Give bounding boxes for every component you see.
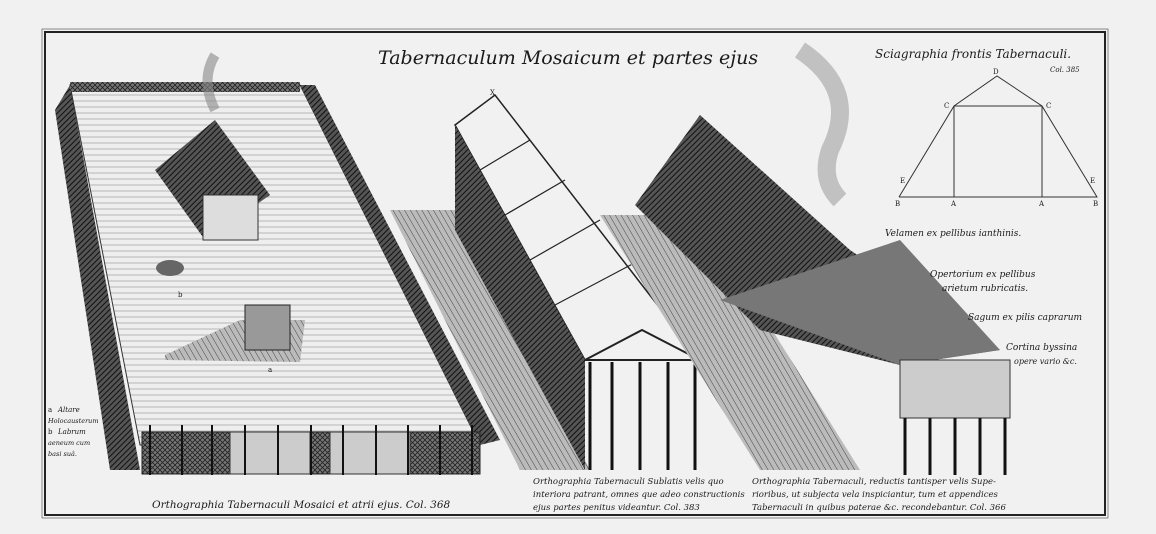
frame-structure-figure: X (390, 89, 702, 470)
tent-shadow (600, 215, 860, 470)
layer-label: Cortina byssina (1006, 343, 1077, 353)
plate-border (44, 31, 1106, 516)
caption-line: ejus partes penitus videantur. Col. 383 (533, 503, 700, 513)
courtyard-gate-left (229, 431, 311, 475)
caption-line: Tabernaculi in quibus paterae &c. recond… (752, 503, 1006, 513)
courtyard-shadow (55, 85, 140, 470)
sciagraphia-title: Sciagraphia frontis Tabernaculi. (875, 47, 1071, 61)
legend: a Altare Holocausterum b Labrum aeneum c… (47, 406, 99, 458)
frame-shadow (390, 210, 590, 470)
covered-tent-figure (600, 42, 1011, 475)
layer-label: opere vario &c. (1014, 357, 1077, 366)
layer-labels: Velamen ex pellibus ianthinis. Opertoriu… (885, 229, 1082, 366)
legend-a-text: Altare (57, 406, 80, 414)
tent-front-curtain (899, 359, 1011, 419)
courtyard-posts (149, 425, 473, 475)
sciagraphia-diagram: Sciagraphia frontis Tabernaculi. Col. 38… (875, 47, 1098, 208)
caption-line: Orthographia Tabernaculi Sublatis velis … (533, 477, 724, 487)
inner-tent-front (202, 194, 259, 241)
legend-b-text-3: basi suâ. (48, 450, 77, 458)
point-d: D (993, 68, 999, 76)
courtyard-figure: b a (55, 52, 500, 475)
smoke (202, 52, 220, 113)
frame-front-pediment (584, 328, 701, 361)
plate-border-outer (41, 28, 1109, 519)
plate-title: Tabernaculum Mosaicum et partes ejus (378, 47, 758, 69)
mark-x: X (490, 89, 495, 97)
layer-label: arietum rubricatis. (942, 284, 1028, 294)
legend-b-key: b (48, 428, 53, 436)
frame-trusses (479, 139, 641, 306)
layer-label: Sagum ex pilis caprarum (968, 313, 1082, 323)
frame-front-pillars (588, 362, 697, 470)
altar (244, 304, 291, 351)
tent-pillars (903, 418, 1007, 475)
legend-b-text: Labrum (57, 428, 86, 436)
caption-right: Orthographia Tabernaculi, reductis tanti… (752, 477, 1006, 513)
frame-side-wall (455, 125, 585, 470)
point-e: E (900, 177, 905, 185)
point-c: C (944, 102, 949, 110)
layer-label: Opertorium ex pellibus (930, 270, 1036, 280)
point-a: A (950, 200, 957, 208)
caption-line: interiora patrant, omnes que adeo constr… (533, 490, 745, 500)
caption-line: rioribus, ut subjecta vela inspiciantur,… (752, 490, 999, 500)
smoke (794, 42, 849, 207)
point-b: B (1093, 200, 1098, 208)
caption-left: Orthographia Tabernaculi Mosaici et atri… (152, 499, 451, 511)
laver (156, 260, 184, 276)
point-a: A (1038, 200, 1045, 208)
caption-line: Orthographia Tabernaculi, reductis tanti… (752, 477, 996, 487)
mark-a: a (268, 366, 272, 374)
layer-label: Velamen ex pellibus ianthinis. (885, 229, 1021, 239)
legend-a-text-2: Holocausterum (47, 417, 99, 425)
tent-goat-hair-layer (720, 240, 1000, 365)
mark-b: b (178, 291, 183, 299)
point-b: B (895, 200, 900, 208)
point-c: C (1046, 102, 1051, 110)
profile-outline (898, 75, 1098, 198)
courtyard-right-wall (300, 85, 500, 445)
legend-a-key: a (48, 406, 52, 414)
legend-b-text-2: aeneum cum (48, 439, 90, 447)
courtyard-back-wall (70, 82, 300, 92)
caption-middle: Orthographia Tabernaculi Sublatis velis … (533, 477, 745, 513)
sciagraphia-ref: Col. 385 (1050, 66, 1080, 74)
point-e: E (1090, 177, 1095, 185)
